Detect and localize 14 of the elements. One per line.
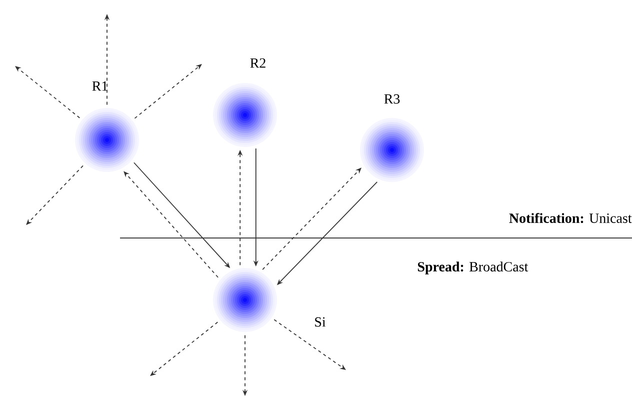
node-label: Si [315, 317, 326, 327]
blob [213, 83, 277, 147]
arrow [150, 322, 218, 376]
arrow [134, 64, 202, 119]
blob [360, 118, 424, 182]
blob [213, 268, 277, 332]
arrow [26, 165, 84, 225]
note-text: Notification: Unicast [509, 212, 632, 224]
node-label: R3 [384, 94, 400, 104]
blob [75, 108, 139, 172]
node-label: R2 [250, 58, 266, 68]
arrow [15, 66, 80, 118]
node-label: R1 [92, 81, 108, 91]
note-text: Spread: BroadCast [418, 262, 528, 274]
